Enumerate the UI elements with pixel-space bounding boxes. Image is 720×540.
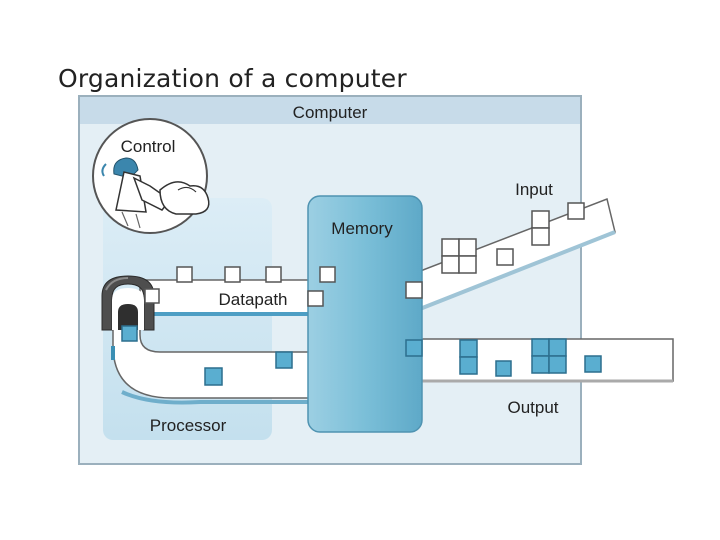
datapath-tunnel	[101, 275, 155, 331]
computer-label: Computer	[293, 103, 368, 122]
datapath-block	[307, 290, 324, 307]
output-data-block	[405, 339, 423, 357]
slide-title: Organization of a computer	[58, 64, 407, 93]
memory-block	[307, 195, 423, 433]
datapath-block	[144, 288, 160, 304]
output-grid-block	[459, 339, 478, 375]
datapath-block	[224, 266, 241, 283]
input-data-blocks	[405, 202, 585, 299]
loop-data-block	[204, 367, 223, 386]
input-data-block	[496, 248, 514, 266]
output-data-block	[584, 355, 602, 373]
control-unit: Control	[92, 118, 210, 234]
processor-label: Processor	[150, 416, 227, 435]
output-label: Output	[507, 398, 558, 417]
memory-label: Memory	[331, 219, 393, 238]
computer-header-bar	[80, 97, 580, 124]
datapath-block	[319, 266, 336, 283]
datapath-block	[265, 266, 282, 283]
datapath-lower-loop	[112, 314, 313, 399]
lower-loop-shadow	[121, 390, 312, 405]
input-data-block	[405, 281, 423, 299]
input-label: Input	[515, 180, 553, 199]
datapath-block	[176, 266, 193, 283]
input-grid-block	[531, 210, 550, 246]
control-label: Control	[121, 137, 176, 156]
input-data-block	[567, 202, 585, 220]
output-data-block	[495, 360, 512, 377]
datapath-data-blocks	[144, 266, 336, 307]
input-grid-block	[441, 238, 477, 274]
processor-data-block	[121, 325, 138, 342]
blue-data-blocks	[121, 325, 602, 386]
output-grid-block	[531, 338, 567, 374]
control-figure-icon	[101, 157, 210, 229]
loop-data-block	[275, 351, 293, 369]
datapath-label: Datapath	[219, 290, 288, 309]
